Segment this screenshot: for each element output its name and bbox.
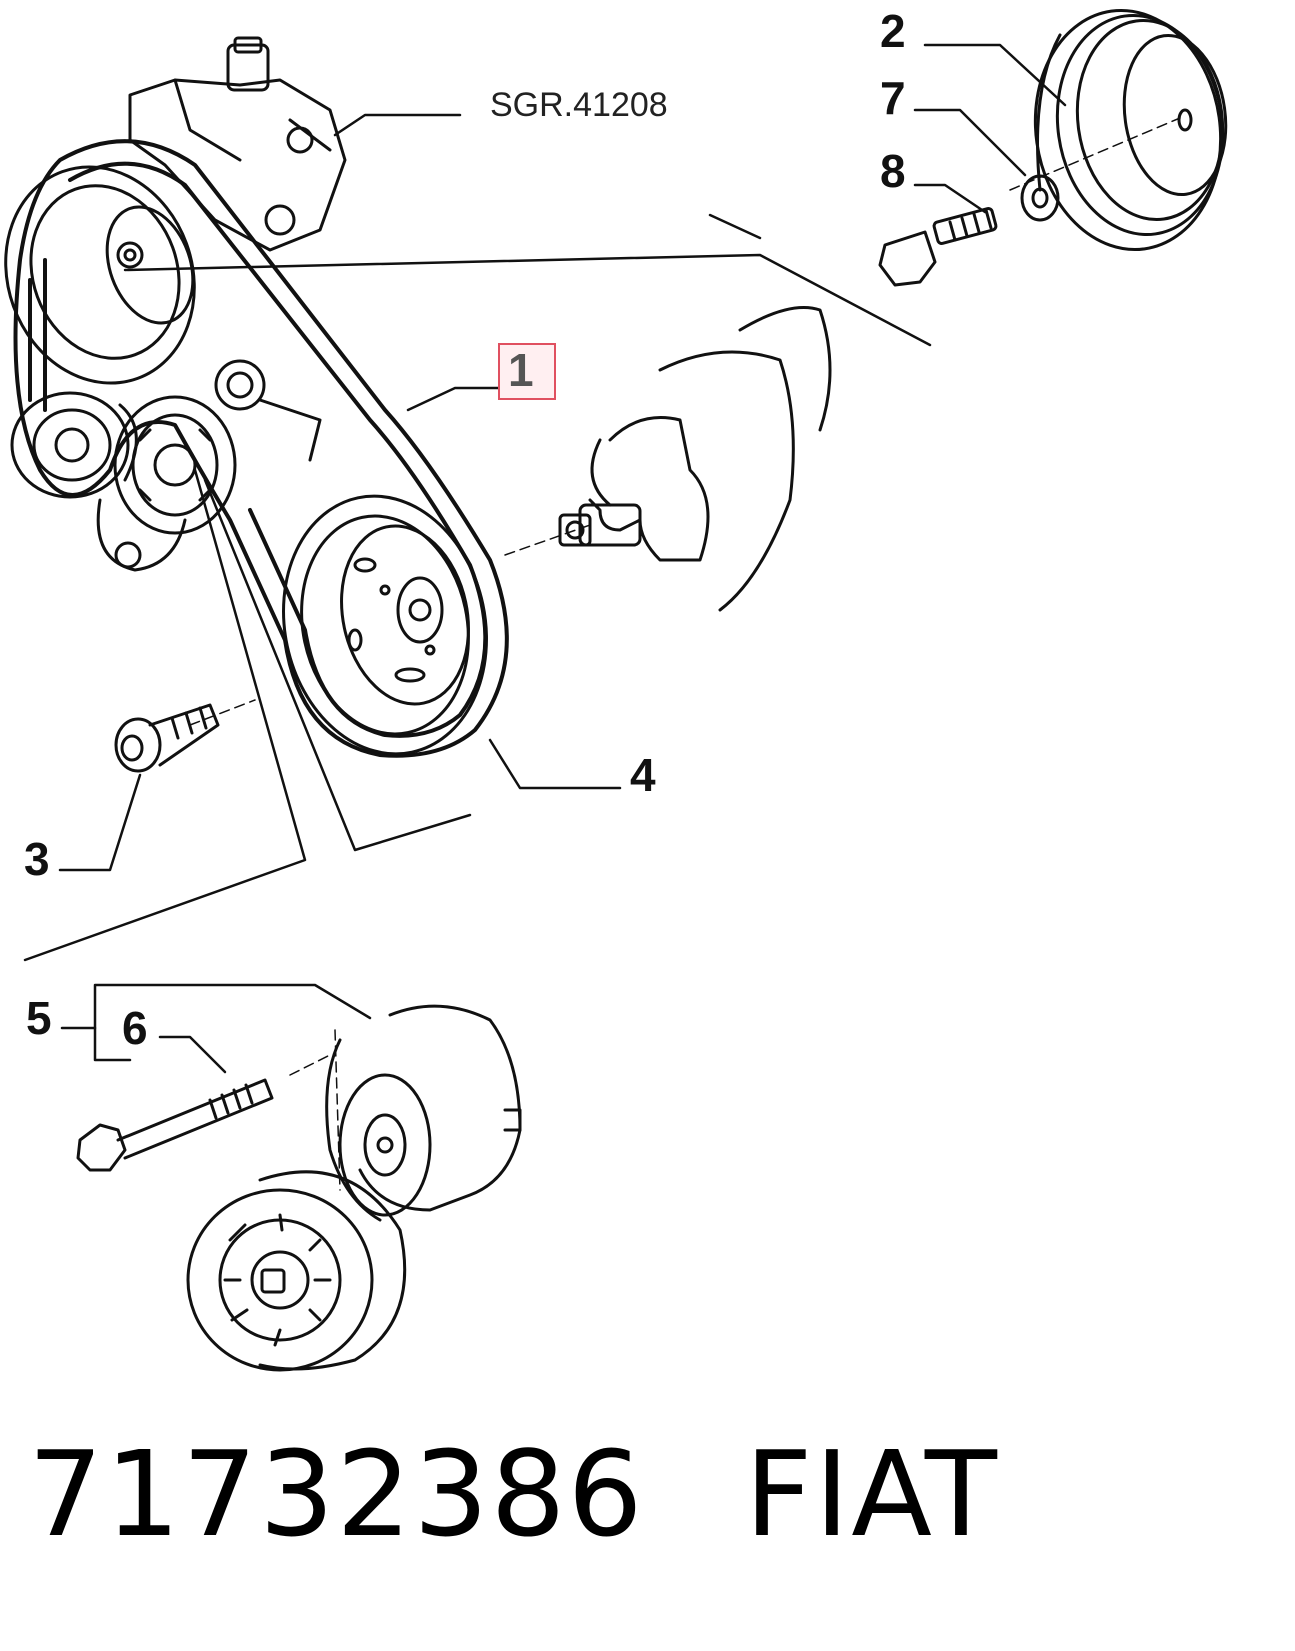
- power-steering-pump: [128, 36, 347, 252]
- callout-1: 1: [508, 344, 534, 396]
- crankshaft-nose: [558, 306, 832, 612]
- axis-lines: [189, 117, 1181, 1191]
- reference-code: SGR.41208: [490, 86, 668, 124]
- idler-pulley: [10, 391, 138, 499]
- crankshaft-pulley: [282, 494, 488, 756]
- bolt-8: [878, 207, 998, 287]
- belt-tensioner-assembly: [186, 1004, 522, 1372]
- bolt-3: [114, 703, 220, 773]
- alternator-bracket: [96, 359, 322, 572]
- callout-4: 4: [630, 749, 656, 801]
- brand-name: FIAT: [744, 1425, 999, 1563]
- part-number: 71732386: [28, 1425, 645, 1563]
- leader-lines: [58, 43, 1067, 1074]
- callout-6: 6: [122, 1002, 148, 1054]
- bolt-6: [76, 1078, 274, 1172]
- callout-1-highlight: [498, 343, 556, 400]
- tensioner-roller: [113, 395, 237, 535]
- section-lines: [23, 213, 932, 962]
- washer: [1020, 174, 1060, 222]
- poly-v-belt: [13, 139, 509, 758]
- callout-3: 3: [24, 833, 50, 885]
- callout-2: 2: [880, 5, 906, 57]
- water-pump-pulley: [1033, 8, 1228, 252]
- callout-8: 8: [880, 145, 906, 197]
- pump-pulley: [4, 165, 196, 385]
- callout-5: 5: [26, 992, 52, 1044]
- callout-7: 7: [880, 72, 906, 124]
